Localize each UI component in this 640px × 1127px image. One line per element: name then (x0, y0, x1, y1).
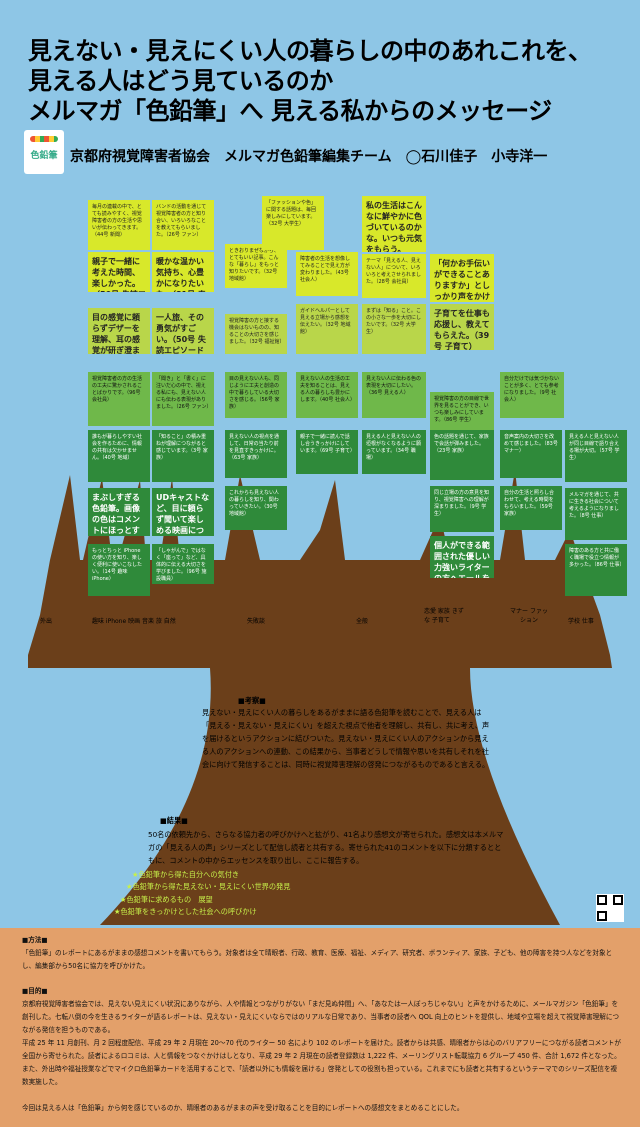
comment-card-12: 視覚障害の方と接する機会はないものの、知ることの大切さを感じました。（32号 福… (225, 314, 287, 354)
comment-card-3: 私の生活はこんなに鮮やかに色づいているのかな。いつも元気をもらう。 (362, 196, 426, 252)
purpose-body-3: 今回は見える人は「色鉛筆」から何を感じているのか、晴眼者のあるがままの声を受け取… (22, 1104, 464, 1112)
comment-card-37: 「しゃがんで」ではなく「座って」など、具体的に伝える大切さを学びました。（96号… (152, 544, 214, 584)
comment-card-25: 見えない人の視点を通して、日常の当たり前を見直すきっかけに。（63号 家族） (225, 430, 287, 478)
comment-card-14: まずは「知る」こと。この小さな一歩を大切にしたいです。（32号 大学生） (362, 304, 426, 354)
title-line-2: 見える人はどう見ているのか (28, 67, 333, 95)
comment-card-19: 目の見えない人も、同じように工夫と創造の中で暮らしている大切さを感じる。（56号… (225, 372, 287, 418)
comment-card-5: 暖かな温かい気持ち、心豊かになりたいな。（81号 春巻） (152, 252, 214, 292)
result-item-4: ★色鉛筆をきっかけとした社会への呼びかけ (114, 907, 257, 916)
comment-card-0: 毎月の連載の中で、とても読みやすく、視覚障害者の方の生活や思いが伝わってきます。… (88, 200, 150, 250)
purpose-body-1: 京都府視覚障害者協会では、見えない見えにくい状況にありながら、人や情報とつながり… (22, 1000, 620, 1034)
comment-card-36: もっとちっと iPhone の使い方を知り、楽しく便利に使いこなしたい。（14号… (88, 544, 150, 596)
comment-card-34: 自分の生活と照らし合わせて、考える時間をもらいました。（59号 家族） (500, 486, 562, 530)
comment-card-26: 色の話題を通じて、家族で会話が弾みました。（23号 家族） (430, 430, 494, 480)
comment-card-33: 同じ立場の方の意見を知り、視覚障害への理解が深まりました。（9号 学生） (430, 486, 494, 532)
branch-label-2: 失敗談 (247, 618, 266, 625)
comment-card-7: 障害者の生活を想像してみることで見え方が変わりました。（43号 社会人） (296, 252, 358, 296)
pencil-dots-icon (30, 136, 58, 142)
comment-card-18: 「聞き」と「書く」に注いだ心の中で、視える私にも、見えない人にも伝わる表現があり… (152, 372, 214, 426)
comment-card-20: 見えない人の生活の工夫を知ることは、見える人の暮らしも豊かにします。（40号 社… (296, 372, 358, 418)
branch-label-6: 学校 仕事 (568, 618, 594, 625)
comment-card-24: 「知ること」の積み重ねが理解につながると感じています。（3号 家族） (152, 430, 214, 482)
method-body: 「色鉛筆」のレポートにあるがままの感想コメントを書いてもらう。対象者は全て晴眼者… (22, 949, 613, 970)
comment-card-29: メルマガを通じて、共に生きる社会について考えるようになりました。（8号 仕事） (565, 488, 627, 540)
branch-label-0: 外出 (40, 618, 53, 625)
comment-card-39: 個人ができる範囲された優しい力強いライターの方へエールを贈る。（53号 家族） (430, 536, 494, 578)
comment-card-28: 見える人と見えない人が同じ目線で語り合える場が大切。（57号 学生） (565, 430, 627, 482)
result-item-2: ★色鉛筆から得た見えない・見えにくい世界の発見 (126, 882, 291, 891)
tree-main-trunk (28, 655, 612, 925)
branch-label-4: 恋愛 家族 きずな 子育て (424, 608, 464, 624)
comment-card-40: 見える人と見えない人の垣根がなくなるように願っています。（34号 職場） (362, 430, 426, 474)
comment-card-6: ときおりまぜながら、とてもいい記事。こんな「暮らし」をもっと知りたいです。（32… (225, 244, 287, 288)
comment-card-22: 誰もが暮らしやすい社会を作るために、情報の共有は欠かせません。（40号 地域） (88, 430, 150, 482)
comment-card-35: 障害のある方と共に働く職場で役立つ情報が多かった。（86号 仕事） (565, 544, 627, 596)
method-heading: ■方法■ (22, 936, 48, 944)
result-item-3: ★色鉛筆に求めるもの 展望 (120, 895, 213, 904)
comment-card-10: 目の感覚に頼らずデザーを理解、耳の感覚が研ぎ澄まされていてすごい。（44号 会社… (88, 308, 150, 354)
irohanpitsu-logo: 色鉛筆 (24, 130, 64, 174)
consider-body: 見えない・見えにくい人の暮らしをあるがままに語る色鉛筆を読むことで、見える人は「… (202, 708, 490, 769)
logo-text: 色鉛筆 (30, 151, 58, 161)
comment-card-8: テーマ「見える人、見えない人」について、いろいろと考えさせられました。（28号 … (362, 254, 426, 298)
branch-label-5: マナー ファッション (510, 608, 548, 624)
comment-card-30: まぶしすぎる色鉛筆。画像の色はコメントにほっとする（26号 趣味） (88, 488, 150, 536)
comment-card-31: UDキャストなど、目に頼らず聞いて楽しめる映画についてもっと知りたい。（29号 … (152, 488, 214, 536)
title-line-3: メルマガ「色鉛筆」へ 見える私からのメッセージ (28, 97, 552, 125)
title-line-1: 見えない・見えにくい人の暮らしの中のあれこれを、 (28, 37, 592, 65)
comment-card-23: 自分だけでは気づかないことが多く、とても参考になりました。（9号 社会人） (500, 372, 564, 418)
authors: 京都府視覚障害者協会 メルマガ色鉛筆編集チーム ◯石川佳子 小寺洋一 (70, 149, 548, 165)
comment-card-13: ガイドヘルパーとして見える立場から感想を伝えたい。（32号 地域館） (296, 304, 358, 354)
consider-heading: ■考察■ (238, 696, 266, 705)
purpose-body-2: 平成 25 年 11 月創刊、月 2 回程度配信、平成 29 年 2 月現在 2… (22, 1039, 621, 1086)
branch-label-1: 趣味 iPhone 映画 音楽 旅 自然 (92, 618, 176, 625)
result-body: 50名の依頼先から、さらなる協力者の呼びかけへと拡がり、41名より感想文が寄せら… (148, 830, 504, 865)
comment-card-4: 親子で一緒に考えた時間、楽しかった。（50号 失読エピソード 2） (88, 252, 150, 292)
qr-code-icon (596, 894, 624, 922)
result-heading: ■結果■ (160, 816, 188, 825)
purpose-heading: ■目的■ (22, 987, 48, 995)
branch-label-3: 全般 (356, 618, 369, 625)
comment-card-11: 一人旅、その勇気がすごい。（50号 失読エピソード 2） (152, 308, 214, 354)
comment-card-27: 音声案内の大切さを改めて感じました。（83号 マナー） (500, 430, 562, 478)
comment-card-16: 視覚障害者の方の生活の工夫に驚かされることばかりです。（96号 会社員） (88, 372, 150, 426)
comment-card-2: 「ファッションや色」に関する話題は、毎回楽しみにしています。（32号 大学生） (262, 196, 324, 250)
comment-card-32: これからも見えない人の暮らしを知り、関わっていきたい。（30号 地域館） (225, 486, 287, 530)
bottom-section: ■方法■ 「色鉛筆」のレポートにあるがままの感想コメントを書いてもらう。対象者は… (0, 928, 640, 1127)
comment-card-15: 子育てを仕事も応援し、教えてもらえた。（39号 子育て） (430, 304, 494, 350)
result-item-1: ★色鉛筆から得た自分への気付き (132, 870, 240, 879)
comment-card-1: バンドの活動を通じて視覚障害者の方と知り合い、いろいろなことを教えてもらいました… (152, 200, 214, 250)
comment-card-38: 親子で一緒に読んで話し合うきっかけにしています。（69号 子育て） (296, 430, 358, 474)
comment-card-21: 見えない人に伝わる色の表現を大切にしたい。（36号 見える人） (362, 372, 426, 418)
comment-card-9: 「何かお手伝いができることありますか」としっかり声をかけることなく声をかけたい。… (430, 254, 494, 302)
